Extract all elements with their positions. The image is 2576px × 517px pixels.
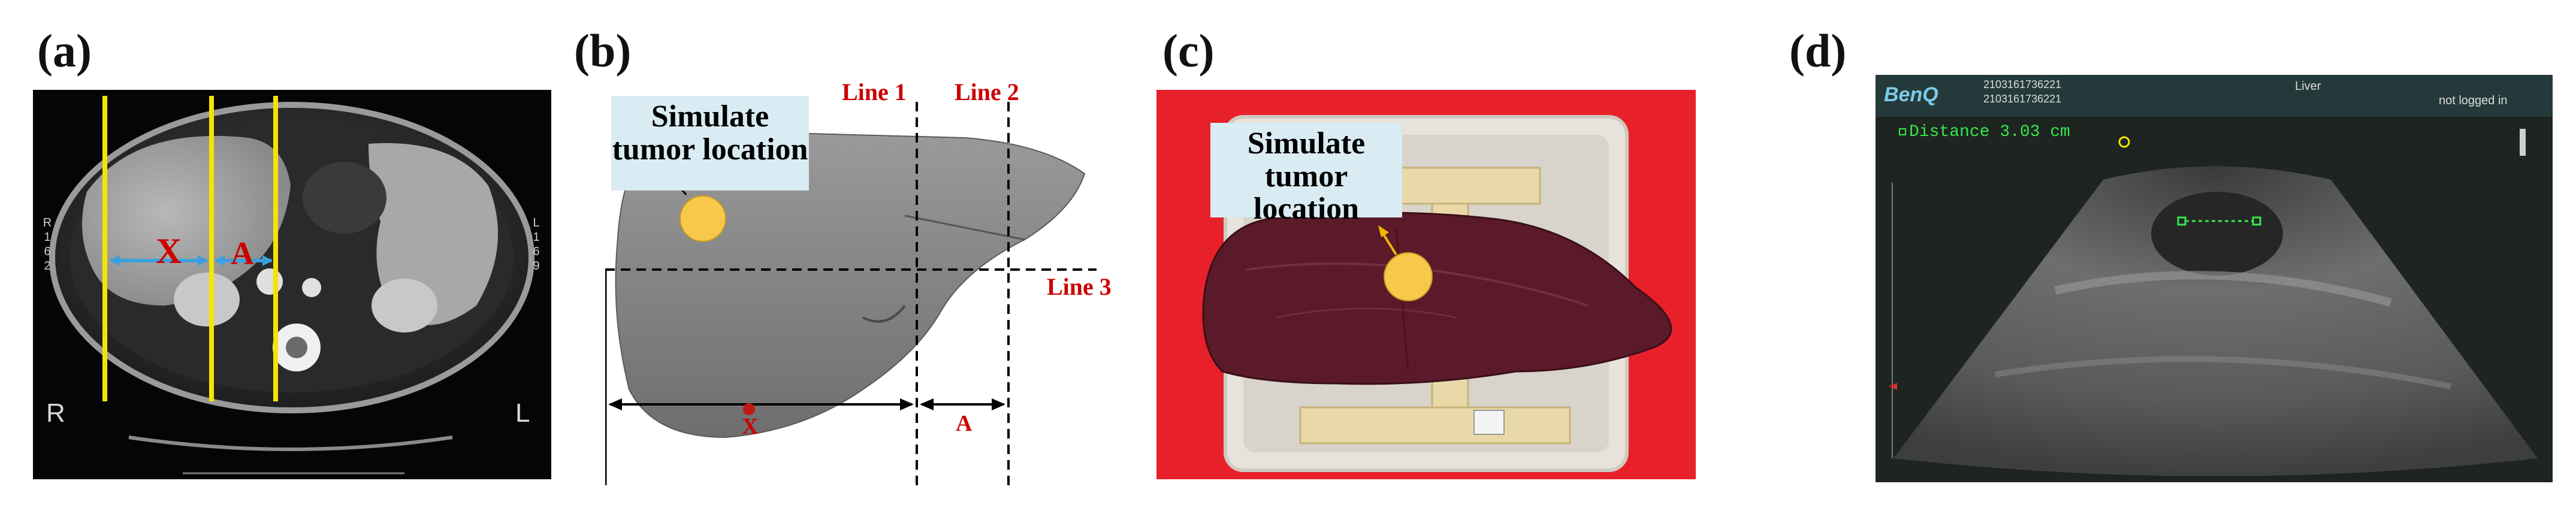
panel-label-c: (c): [1162, 25, 1215, 77]
exam-type: Liver: [2295, 80, 2321, 93]
focus-marker: [1889, 383, 1897, 390]
login-status: not logged in: [2439, 94, 2508, 107]
ct-scan-image: [49, 96, 534, 474]
ct-orient-left: R: [46, 398, 65, 428]
tumor-marker-b: [680, 195, 726, 242]
lesion-region: [2151, 192, 2283, 276]
panel-label-a: (a): [37, 25, 92, 77]
ultrasound-image: [1889, 128, 2538, 476]
patient-id-1: 2103161736221: [1983, 78, 2062, 90]
ct-label-x: X: [156, 231, 182, 271]
probe-indicator: [2118, 136, 2130, 148]
patient-id-2: 2103161736221: [1983, 93, 2062, 105]
ct-orient-right: L: [515, 398, 530, 428]
liver-model: [615, 131, 1086, 439]
support-bar-bottom: [1299, 406, 1571, 445]
callout-simulate-tumor-c: Simulate tumor location: [1210, 123, 1402, 225]
line-1-label: Line 1: [842, 78, 907, 105]
line-2-label: Line 2: [955, 78, 1019, 105]
phantom-photo-panel: Simulate tumor location: [1156, 90, 1696, 479]
dimension-x-label: X: [742, 414, 759, 439]
liver-model-diagram: [605, 102, 1097, 485]
ct-kidney-left: [174, 273, 240, 326]
dimension-a-label: A: [956, 411, 973, 436]
brand-logo: BenQ: [1884, 83, 1938, 106]
ct-liver: [82, 135, 291, 306]
callout-simulate-tumor-b: Simulate tumor location: [611, 96, 809, 191]
line-3-label: Line 3: [1047, 273, 1112, 300]
tumor-marker-c: [1384, 252, 1433, 301]
ultrasound-header: [1876, 75, 2553, 117]
ct-kidney-right: [372, 279, 437, 332]
gray-scale-bar: [2520, 129, 2526, 156]
ct-vessel: [256, 268, 283, 295]
panel-label-b: (b): [574, 25, 632, 77]
measurement-readout: Distance 3.03 cm: [1909, 123, 2070, 141]
ultrasound-sector: [1894, 166, 2538, 476]
ct-label-a: A: [231, 235, 254, 271]
ultrasound-panel: BenQ 2103161736221 2103161736221 Liver n…: [1876, 75, 2553, 482]
ct-stomach: [303, 162, 386, 234]
ct-table: [128, 436, 453, 451]
liver-model-panel: Simulate tumor location Line 1 Line 2 Li…: [605, 78, 1144, 485]
panel-label-d: (d): [1789, 25, 1847, 77]
